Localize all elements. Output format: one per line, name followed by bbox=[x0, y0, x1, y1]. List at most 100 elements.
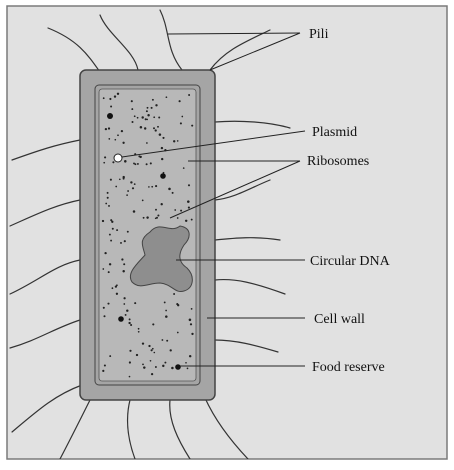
ribosome-dot bbox=[109, 355, 111, 357]
ribosome-dot bbox=[134, 163, 136, 165]
ribosome-dot bbox=[148, 345, 150, 347]
ribosome-dot bbox=[190, 323, 192, 325]
ribosome-dot bbox=[134, 302, 136, 304]
ribosome-dot bbox=[103, 315, 105, 317]
ribosome-dot bbox=[131, 108, 133, 110]
ribosome-dot bbox=[129, 361, 131, 363]
ribosome-dot bbox=[151, 373, 153, 375]
ribosome-dot bbox=[107, 192, 109, 194]
ribosome-dot bbox=[191, 333, 193, 335]
ribosome-dot bbox=[146, 216, 148, 218]
ribosome-dot bbox=[159, 133, 162, 136]
ribosome-dot bbox=[108, 205, 110, 207]
ribosome-dot bbox=[112, 161, 114, 163]
ribosome-dot bbox=[173, 140, 175, 142]
ribosome-dot bbox=[104, 252, 106, 254]
ribosome-dot bbox=[172, 192, 174, 194]
ribosome-dot bbox=[131, 121, 133, 123]
ribosome-dot bbox=[180, 122, 182, 124]
ribosome-dot bbox=[171, 367, 174, 370]
ribosome-dot bbox=[122, 270, 124, 272]
food-granule bbox=[175, 364, 181, 370]
ribosome-dot bbox=[187, 200, 190, 203]
ribosome-dot bbox=[142, 342, 144, 344]
ribosome-dot bbox=[124, 160, 127, 163]
ribosome-dot bbox=[191, 125, 193, 127]
ribosome-dot bbox=[130, 181, 132, 183]
ribosome-dot bbox=[181, 116, 183, 118]
ribosome-dot bbox=[151, 107, 153, 109]
ribosome-dot bbox=[168, 188, 171, 191]
ribosome-dot bbox=[150, 162, 152, 164]
ribosome-dot bbox=[158, 117, 160, 119]
ribosome-dot bbox=[102, 370, 104, 372]
ribosome-dot bbox=[123, 303, 125, 305]
ribosome-dot bbox=[191, 219, 193, 221]
ribosome-dot bbox=[173, 293, 175, 295]
label-ribosomes: Ribosomes bbox=[307, 154, 369, 169]
ribosome-dot bbox=[117, 93, 119, 95]
ribosome-dot bbox=[132, 187, 134, 189]
ribosome-dot bbox=[161, 158, 163, 160]
ribosome-dot bbox=[151, 186, 153, 188]
ribosome-dot bbox=[129, 376, 131, 378]
ribosome-dot bbox=[153, 127, 155, 129]
food-granule bbox=[107, 113, 113, 119]
ribosome-dot bbox=[127, 190, 129, 192]
ribosome-dot bbox=[147, 114, 149, 116]
ribosome-dot bbox=[161, 203, 163, 205]
ribosome-dot bbox=[165, 315, 168, 318]
ribosome-dot bbox=[112, 228, 114, 230]
ribosome-dot bbox=[141, 116, 143, 118]
ribosome-dot bbox=[117, 134, 119, 136]
ribosome-dot bbox=[152, 348, 154, 350]
ribosome-dot bbox=[164, 362, 166, 364]
ribosome-dot bbox=[146, 142, 148, 144]
label-plasmid: Plasmid bbox=[312, 125, 357, 140]
ribosome-dot bbox=[146, 110, 148, 112]
ribosome-dot bbox=[134, 115, 136, 117]
ribosome-dot bbox=[161, 147, 163, 149]
plasmid bbox=[114, 154, 122, 162]
ribosome-dot bbox=[110, 240, 112, 242]
ribosome-dot bbox=[189, 355, 191, 357]
ribosome-dot bbox=[155, 185, 157, 187]
ribosome-dot bbox=[128, 322, 130, 324]
label-circular-dna: Circular DNA bbox=[310, 254, 391, 269]
ribosome-dot bbox=[137, 117, 139, 119]
ribosome-dot bbox=[187, 368, 189, 370]
ribosome-dot bbox=[112, 287, 114, 289]
ribosome-dot bbox=[142, 200, 144, 202]
ribosome-dot bbox=[189, 319, 192, 322]
ribosome-dot bbox=[142, 364, 144, 366]
ribosome-dot bbox=[110, 219, 112, 221]
panel-background bbox=[7, 6, 447, 459]
ribosome-dot bbox=[116, 293, 118, 295]
ribosome-dot bbox=[119, 178, 121, 180]
ribosome-dot bbox=[162, 365, 164, 367]
ribosome-dot bbox=[123, 178, 125, 180]
ribosome-dot bbox=[161, 339, 163, 341]
ribosome-dot bbox=[115, 285, 117, 287]
ribosome-dot bbox=[157, 214, 159, 216]
ribosome-dot bbox=[115, 139, 117, 141]
ribosome-dot bbox=[108, 271, 110, 273]
ribosome-dot bbox=[145, 118, 147, 120]
label-pili: Pili bbox=[309, 27, 329, 42]
ribosome-dot bbox=[121, 130, 123, 132]
ribosome-dot bbox=[127, 231, 129, 233]
ribosome-dot bbox=[102, 220, 104, 222]
ribosome-dot bbox=[137, 163, 139, 165]
ribosome-dot bbox=[152, 323, 154, 325]
ribosome-dot bbox=[162, 137, 164, 139]
ribosome-dot bbox=[155, 366, 157, 368]
ribosome-dot bbox=[177, 304, 179, 306]
ribosome-dot bbox=[103, 307, 105, 309]
ribosome-dot bbox=[120, 242, 122, 244]
ribosome-dot bbox=[155, 209, 157, 211]
ribosome-dot bbox=[143, 366, 145, 368]
ribosome-dot bbox=[153, 352, 155, 354]
ribosome-dot bbox=[103, 162, 105, 164]
ribosome-dot bbox=[155, 104, 157, 106]
